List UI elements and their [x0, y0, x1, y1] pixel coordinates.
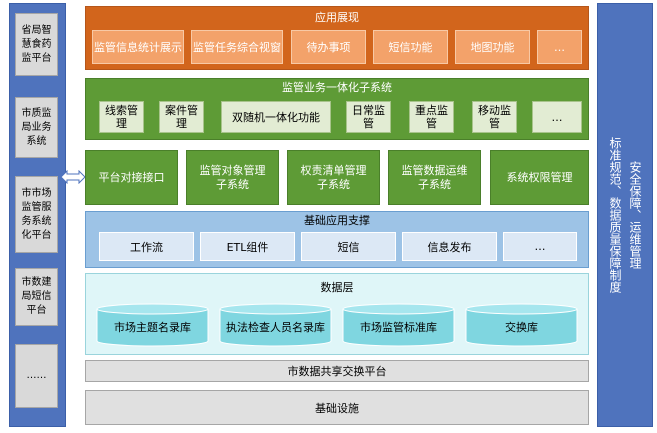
app-item: 地图功能: [455, 30, 530, 64]
standards-quality-label: 标准规范、数据质量保障制度: [608, 137, 622, 293]
supervision-subsystem-title: 监管业务一体化子系统: [282, 81, 392, 94]
database-cylinder: [465, 303, 578, 347]
base-support-item: 短信: [301, 232, 396, 261]
database-cylinder: [96, 303, 209, 347]
permission-box: 系统权限管理: [490, 150, 589, 205]
subsystem-box: 权责清单管理子系统: [287, 150, 380, 205]
app-item: 短信功能: [373, 30, 448, 64]
double-arrow-icon: [60, 170, 86, 184]
app-item: 待办事项: [291, 30, 366, 64]
platform-interface-box: 平台对接接口: [85, 150, 178, 205]
data-layer-title: 数据层: [320, 281, 354, 294]
supervision-item: 移动监管: [472, 101, 517, 133]
base-support-item: …: [503, 232, 577, 261]
standards-security-column: [597, 3, 653, 427]
infrastructure-row: 基础设施: [85, 390, 589, 425]
external-system-box: 市市场监管服务系统化平台: [15, 176, 58, 253]
base-support-title: 基础应用支撑: [304, 214, 370, 227]
database-cylinder: [342, 303, 455, 347]
subsystem-box: 监管数据运维子系统: [388, 150, 481, 205]
external-system-box: 市质监局业务系统: [15, 97, 58, 158]
base-support-item: ETL组件: [200, 232, 295, 261]
application-layer-title: 应用展现: [315, 11, 359, 24]
supervision-item: 线索管理: [99, 101, 144, 133]
supervision-item: 重点监管: [409, 101, 454, 133]
app-item: …: [537, 30, 582, 64]
supervision-item: 双随机一体化功能: [221, 101, 331, 133]
database-cylinder: [219, 303, 332, 347]
subsystem-box: 监管对象管理子系统: [186, 150, 279, 205]
database-label: 执法检查人员名录库: [226, 321, 325, 334]
app-item: 监管任务综合视窗: [191, 30, 283, 64]
supervision-item: 日常监管: [346, 101, 391, 133]
base-support-item: 信息发布: [402, 232, 497, 261]
database-label: 市场监管标准库: [360, 321, 437, 334]
external-system-box: 市数建局短信平台: [15, 268, 58, 326]
app-item: 监管信息统计展示: [92, 30, 184, 64]
database-label: 交换库: [505, 321, 538, 334]
exchange-platform-row: 市数据共享交换平台: [85, 360, 589, 382]
supervision-item: …: [532, 101, 582, 133]
supervision-item: 案件管理: [159, 101, 204, 133]
security-ops-label: 安全保障、运维管理: [628, 161, 642, 269]
external-system-box: 省局智慧食药监平台: [15, 13, 58, 76]
database-label: 市场主题名录库: [114, 321, 191, 334]
base-support-item: 工作流: [99, 232, 194, 261]
external-system-box: ……: [15, 344, 58, 408]
